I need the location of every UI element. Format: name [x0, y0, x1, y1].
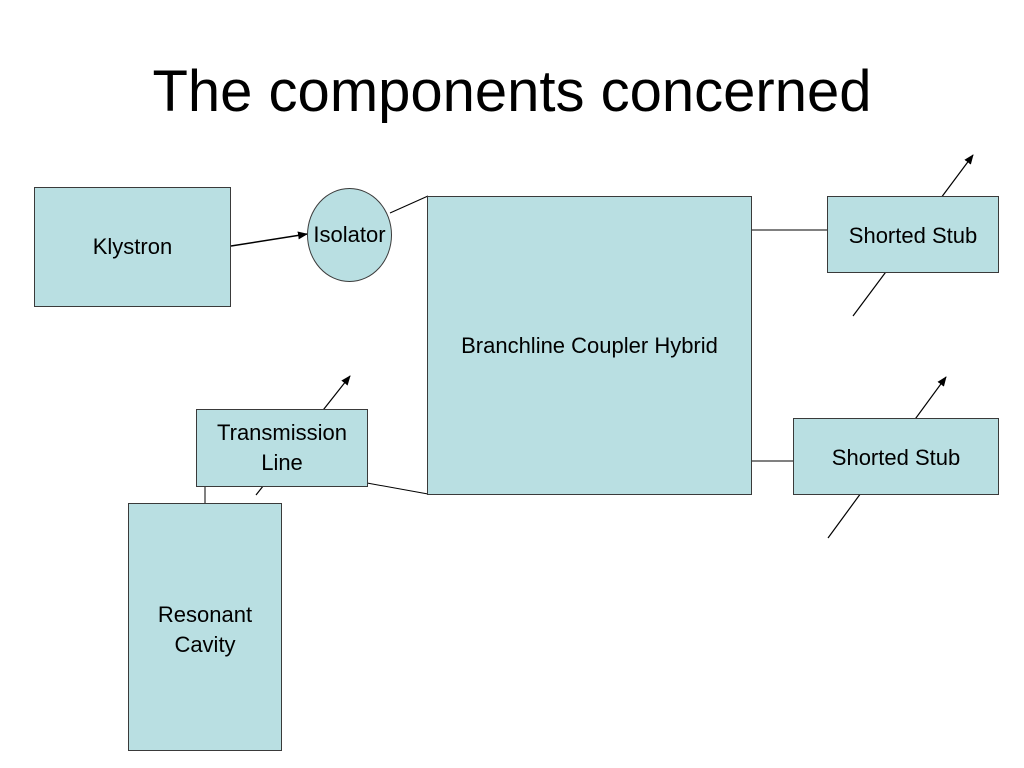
shorted-stub-bottom-box: Shorted Stub: [793, 418, 999, 495]
isolator-circle: Isolator: [307, 188, 392, 282]
hybrid-label: Branchline Coupler Hybrid: [461, 333, 718, 358]
branchline-coupler-hybrid-box: Branchline Coupler Hybrid: [427, 196, 752, 495]
klystron-to-isolator-arrow: [230, 231, 308, 247]
resonant-cavity-box: Resonant Cavity: [128, 503, 282, 751]
isolator-to-hybrid-line: [389, 195, 429, 214]
stub-bottom-label: Shorted Stub: [831, 445, 961, 470]
transmission-line-label: Transmission Line: [217, 420, 347, 475]
resonant-cavity-label: Resonant Cavity: [157, 602, 253, 657]
transmission-to-hybrid-line: [366, 482, 429, 495]
slide-title: The components concerned: [152, 59, 872, 124]
shorted-stub-top-box: Shorted Stub: [827, 196, 999, 273]
klystron-label: Klystron: [92, 234, 173, 259]
transmission-line-box: Transmission Line: [196, 409, 368, 487]
klystron-box: Klystron: [34, 187, 231, 307]
isolator-label: Isolator: [313, 222, 386, 247]
stub-top-label: Shorted Stub: [848, 223, 978, 248]
